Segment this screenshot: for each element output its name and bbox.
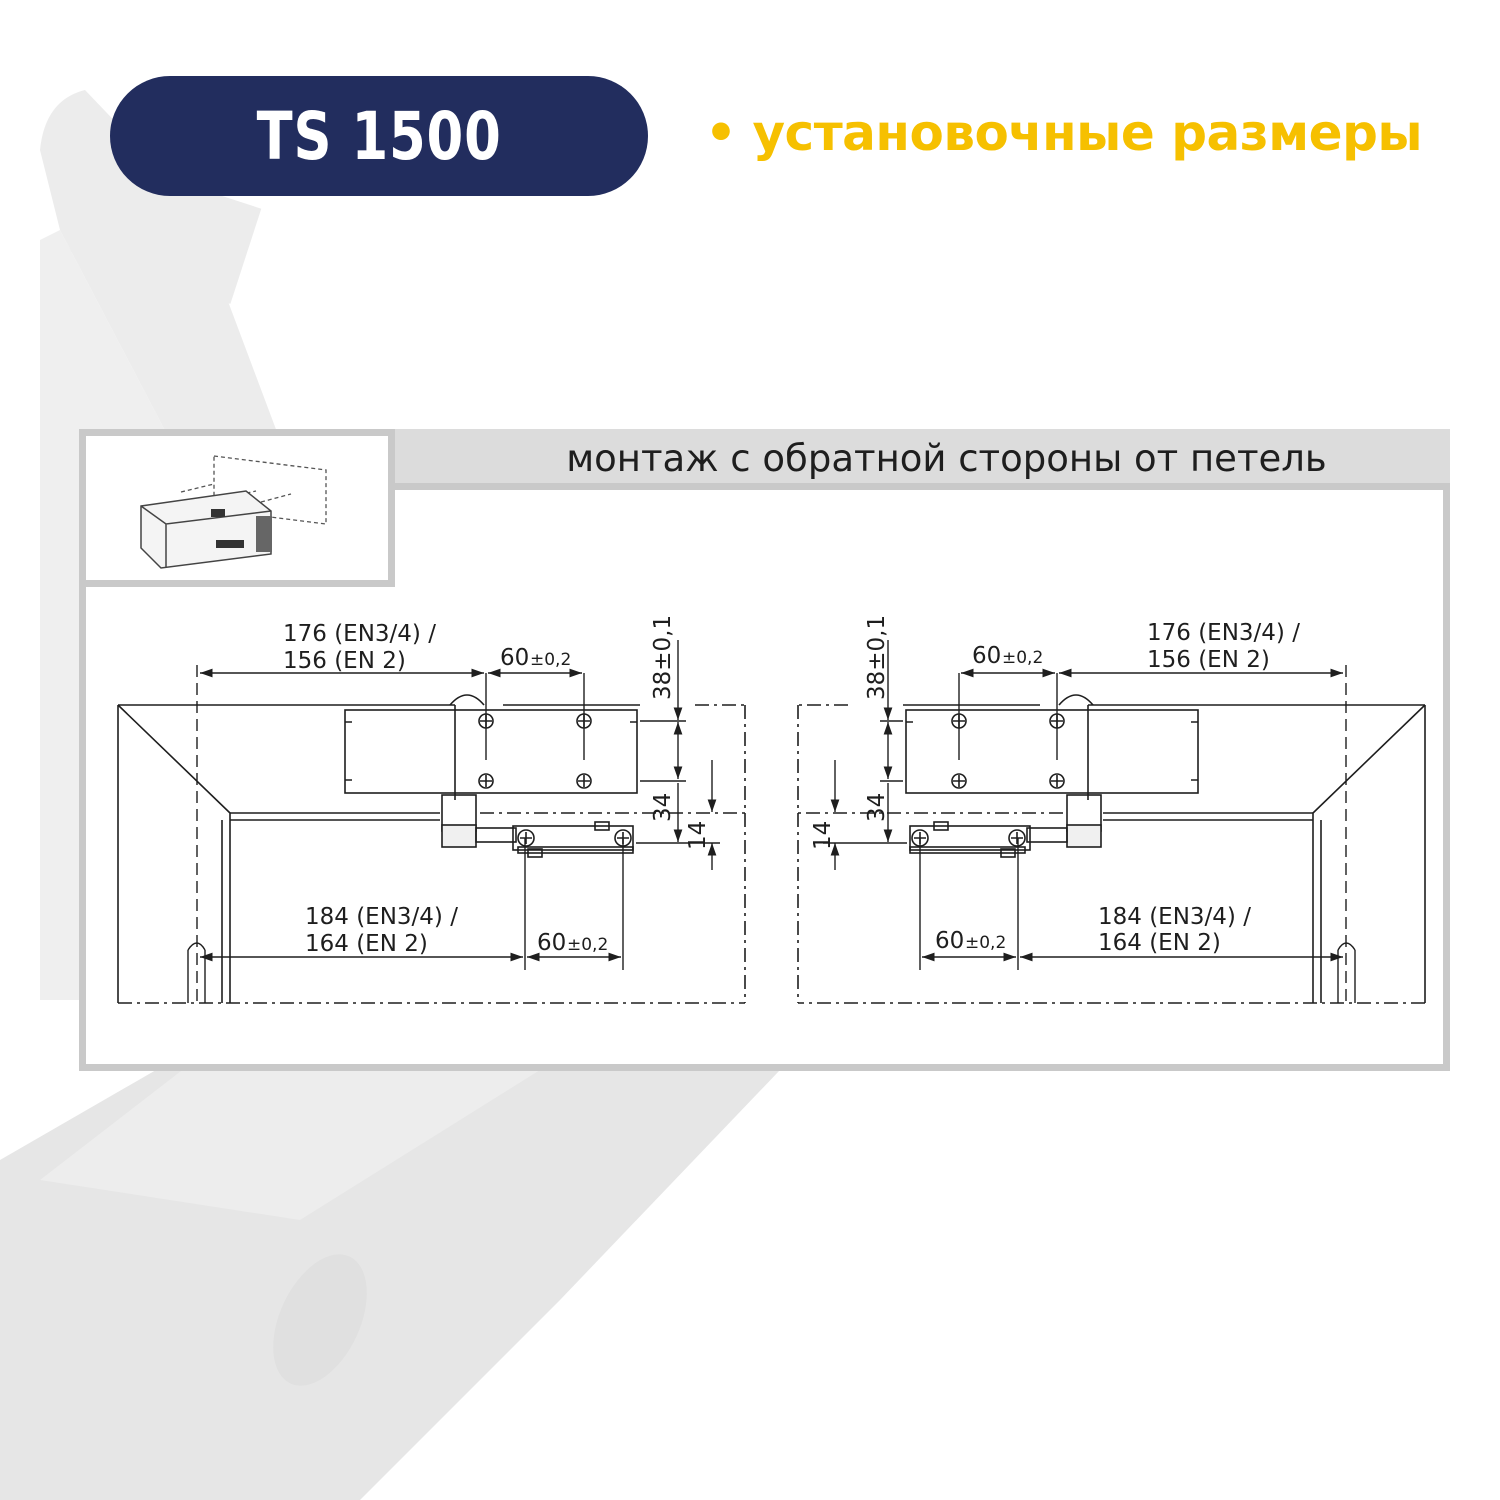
bullet-icon: • bbox=[705, 104, 737, 162]
section-subtitle: • установочные размеры bbox=[705, 104, 1465, 162]
right-bottom-pitch-tol: ±0,2 bbox=[965, 933, 1006, 953]
panel-title: монтаж с обратной стороны от петель bbox=[566, 437, 1327, 480]
left-closer-body bbox=[344, 709, 638, 794]
right-top-pitch-tol: ±0,2 bbox=[1002, 648, 1043, 668]
right-mounting-holes bbox=[951, 713, 1065, 789]
subtitle-text: установочные размеры bbox=[752, 104, 1423, 162]
left-top-pitch-value: 60 bbox=[500, 645, 529, 671]
right-top-pitch-value: 60 bbox=[972, 643, 1001, 669]
left-bottom-width-label-2: 164 (EN 2) bbox=[305, 931, 428, 957]
left-view bbox=[117, 640, 746, 1004]
right-vertical-34-label: 34 bbox=[864, 793, 890, 822]
left-top-pitch-tol: ±0,2 bbox=[530, 650, 571, 670]
panel-header: монтаж с обратной стороны от петель bbox=[393, 429, 1450, 484]
right-arm-assembly bbox=[909, 794, 1102, 858]
left-arm-assembly bbox=[441, 794, 634, 858]
right-top-width-label-2: 156 (EN 2) bbox=[1147, 647, 1270, 673]
right-bottom-width-label-1: 184 (EN3/4) / bbox=[1098, 904, 1251, 930]
left-vertical-14-label: 14 bbox=[685, 821, 711, 850]
right-vertical-14-label: 14 bbox=[810, 821, 836, 850]
left-vertical-34-label: 34 bbox=[650, 793, 676, 822]
header-divider bbox=[393, 483, 1450, 490]
right-bottom-width-label-2: 164 (EN 2) bbox=[1098, 930, 1221, 956]
left-vertical-offset-label: 38±0,1 bbox=[650, 615, 676, 700]
right-closer-body bbox=[905, 709, 1199, 794]
left-dimension-lines bbox=[187, 640, 720, 1003]
right-vertical-offset-label: 38±0,1 bbox=[864, 615, 890, 700]
model-label: TS 1500 bbox=[256, 97, 502, 175]
left-bottom-pitch-value: 60 bbox=[537, 930, 566, 956]
right-dimension-lines bbox=[823, 640, 1356, 1003]
mounting-thumbnail bbox=[79, 429, 395, 587]
left-mounting-holes bbox=[478, 713, 592, 789]
left-bottom-width-label-1: 184 (EN3/4) / bbox=[305, 904, 458, 930]
right-view bbox=[797, 640, 1426, 1004]
right-bottom-pitch-value: 60 bbox=[935, 928, 964, 954]
door-closer-thumbnail-icon bbox=[140, 455, 327, 569]
model-badge: TS 1500 bbox=[110, 76, 648, 196]
left-top-width-label-1: 176 (EN3/4) / bbox=[283, 621, 436, 647]
left-door-frame bbox=[117, 694, 746, 1004]
right-door-frame bbox=[797, 694, 1426, 1004]
left-bottom-pitch-tol: ±0,2 bbox=[567, 935, 608, 955]
right-top-width-label-1: 176 (EN3/4) / bbox=[1147, 620, 1300, 646]
left-top-width-label-2: 156 (EN 2) bbox=[283, 648, 406, 674]
